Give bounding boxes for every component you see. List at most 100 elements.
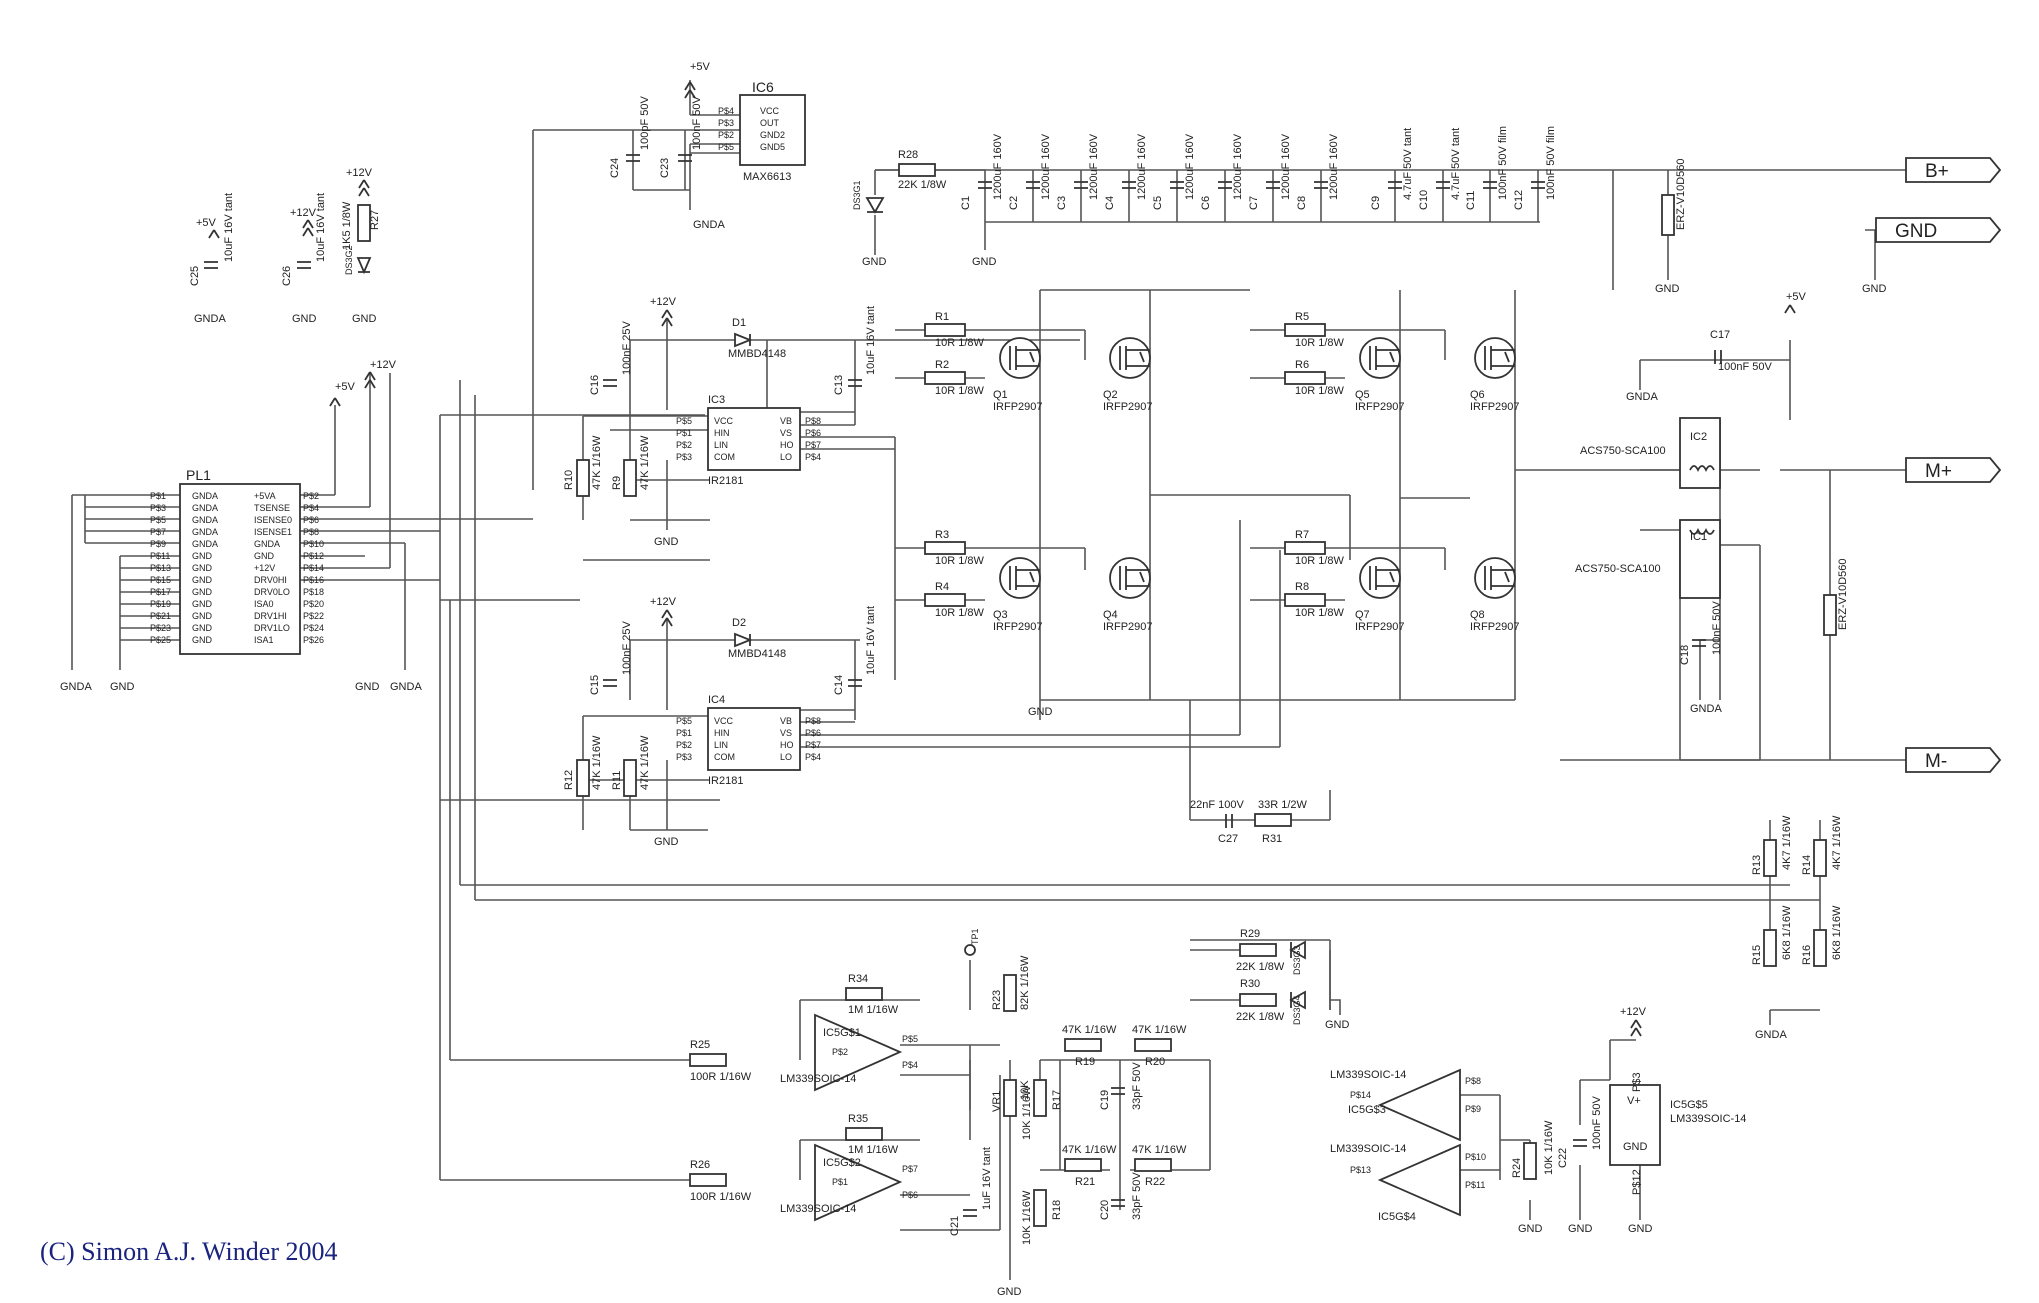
r19-name: R19 — [1075, 1056, 1095, 1068]
ic4-right-pad-2: P$7 — [805, 740, 821, 750]
pl1-right-signal-6: +12V — [254, 563, 275, 573]
pl1-left-signal-9: GND — [192, 599, 213, 609]
ic1-part: ACS750-SCA100 — [1575, 563, 1661, 575]
rotated-label-c23-v: 100nF 50V — [691, 96, 703, 150]
bulk-cap-value-6: 1200uF 160V — [1280, 133, 1292, 200]
r30-name: R30 — [1240, 978, 1260, 990]
gnd-r24: GND — [1518, 1223, 1543, 1235]
ic3-right-pin-3: LO — [780, 452, 792, 462]
rotated-label-c24-n: C24 — [609, 158, 621, 178]
rotated-label-c18-n: C18 — [1679, 645, 1691, 665]
gate-res-name-0: R1 — [935, 311, 949, 323]
comp-g5-gnd: GND — [1623, 1141, 1648, 1153]
pl1-left-pin-0: P$1 — [150, 491, 166, 501]
bulk-cap-value-4: 1200uF 160V — [1184, 133, 1196, 200]
label-p5-c25: +5V — [196, 217, 217, 229]
diode-d1 — [734, 332, 753, 348]
gnd-ds3g1: GND — [862, 256, 887, 268]
mosfet-value-0: IRFP2907 — [993, 401, 1043, 413]
mosfet-name-2: Q3 — [993, 609, 1008, 621]
ic4-right-pin-3: LO — [780, 752, 792, 762]
pl1-left-pin-4: P$9 — [150, 539, 166, 549]
bulk-cap-name-5: C6 — [1200, 196, 1212, 210]
ic3-left-pad-1: P$1 — [676, 428, 692, 438]
pl1-right-pin-6: P$14 — [303, 563, 324, 573]
d1-name: D1 — [732, 317, 746, 329]
mosfet-q1 — [999, 337, 1041, 379]
bulk-cap-name-3: C4 — [1104, 196, 1116, 210]
mosfet-name-3: Q4 — [1103, 609, 1118, 621]
comp-g3-part: LM339SOIC-14 — [1330, 1069, 1406, 1081]
r30-value: 22K 1/8W — [1236, 1011, 1285, 1023]
comp-g3-name: IC5G$3 — [1348, 1104, 1386, 1116]
pl1-right-pin-0: P$2 — [303, 491, 319, 501]
output-mplus — [1905, 457, 2002, 483]
label-p5-ic2: +5V — [1786, 291, 1807, 303]
pl1-right-pin-12: P$26 — [303, 635, 324, 645]
pl1-name: PL1 — [186, 467, 211, 483]
rotated-label-r10-v: 47K 1/16W — [591, 435, 603, 490]
pl1-left-pin-7: P$15 — [150, 575, 171, 585]
gnd-c22: GND — [1568, 1223, 1593, 1235]
ic4-right-pad-3: P$4 — [805, 752, 821, 762]
gate-res-value-4: 10R 1/8W — [1295, 337, 1345, 349]
mosfet-name-1: Q2 — [1103, 389, 1118, 401]
ic3-left-pin-2: LIN — [714, 440, 728, 450]
bulk-cap-name-10: C11 — [1465, 191, 1477, 210]
ic3-right-pad-2: P$7 — [805, 440, 821, 450]
ic4-left-pad-1: P$1 — [676, 728, 692, 738]
c17-name: C17 — [1710, 329, 1730, 341]
ic4-right-pad-0: P$8 — [805, 716, 821, 726]
gate-res-value-2: 10R 1/8W — [935, 555, 985, 567]
mosfet-q5 — [1359, 337, 1401, 379]
rotated-label-c13-n: C13 — [833, 375, 845, 395]
rotated-label-comp-g5pads-1: P$12 — [1631, 1169, 1643, 1195]
comp-g5-name: IC5G$5 — [1670, 1099, 1708, 1111]
mosfet-value-4: IRFP2907 — [1355, 401, 1405, 413]
mosfet-name-0: Q1 — [993, 389, 1008, 401]
rotated-label-r14-v: 4K7 1/16W — [1831, 815, 1843, 870]
gnda-ic6: GNDA — [693, 219, 725, 231]
ic4-left-pin-1: HIN — [714, 728, 730, 738]
led-ds3g4 — [1289, 990, 1306, 1010]
r22-name: R22 — [1145, 1176, 1165, 1188]
comp-g1-name: IC5G$1 — [823, 1027, 861, 1039]
label-p5-pl1: +5V — [335, 381, 356, 393]
ic4-left-pad-2: P$2 — [676, 740, 692, 750]
gnd-2: GND — [355, 681, 380, 693]
ic3-left-pin-0: VCC — [714, 416, 734, 426]
pl1-left-signal-7: GND — [192, 575, 213, 585]
pl1-left-pin-3: P$7 — [150, 527, 166, 537]
ic4-part: IR2181 — [708, 775, 743, 787]
gnda-1: GNDA — [60, 681, 92, 693]
r21-value: 47K 1/16W — [1062, 1144, 1117, 1156]
rotated-label-r9-n: R9 — [611, 476, 623, 490]
r35-name: R35 — [848, 1113, 868, 1125]
mosfet-value-5: IRFP2907 — [1470, 401, 1520, 413]
output-gnd — [1875, 217, 2002, 243]
rotated-label-vr1-n: VR1 — [991, 1091, 1003, 1112]
mosfet-name-4: Q5 — [1355, 389, 1370, 401]
pl1-left-pin-9: P$19 — [150, 599, 171, 609]
mosfet-value-6: IRFP2907 — [1355, 621, 1405, 633]
bulk-cap-name-9: C10 — [1418, 190, 1430, 210]
gnd-c21: GND — [997, 1286, 1022, 1298]
bulk-cap-value-7: 1200uF 160V — [1328, 133, 1340, 200]
gate-res-value-6: 10R 1/8W — [1295, 555, 1345, 567]
pl1-right-signal-7: DRV0HI — [254, 575, 287, 585]
ic6-pad-3: P$2 — [718, 130, 734, 140]
out-bplus-label: B+ — [1925, 161, 1949, 182]
gnda-c25: GNDA — [194, 313, 226, 325]
components — [179, 81, 2002, 1227]
comp-g2-pad-3: P$6 — [902, 1190, 918, 1200]
r20-name: R20 — [1145, 1056, 1165, 1068]
rotated-label-c24-v: 100pF 50V — [639, 96, 651, 150]
rotated-label-r33-v: ERZ-V10D560 — [1675, 158, 1687, 230]
pl1-box — [179, 483, 301, 655]
ic4-right-pin-1: VS — [780, 728, 792, 738]
gnd-ic3: GND — [654, 536, 679, 548]
rotated-label-r15-v: 6K8 1/16W — [1781, 905, 1793, 960]
rotated-label-vr1-v: 10K — [1019, 1080, 1031, 1100]
rotated-label-r32-v: ERZ-V10D560 — [1837, 558, 1849, 630]
